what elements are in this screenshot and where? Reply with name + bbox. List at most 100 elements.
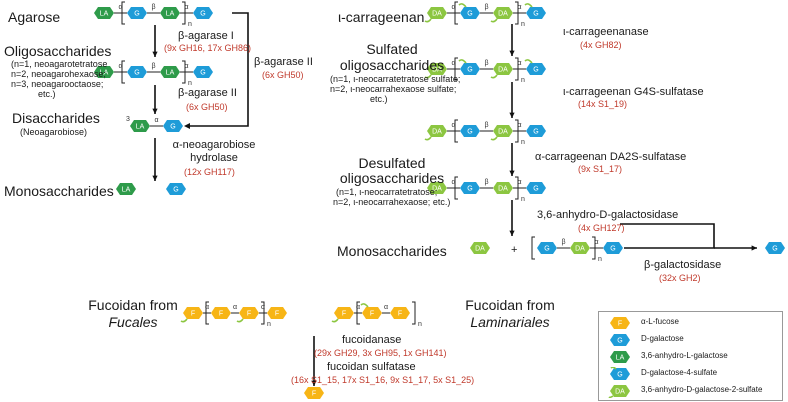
g-residue-label: G [610,246,615,253]
galactose-hexagon [193,66,213,78]
repeat-n: n [188,80,192,87]
anhydro-l-galactose-hexagon [160,7,180,19]
position-3: 3 [126,116,130,123]
sulfate-group [360,303,369,308]
da-residue-label: DA [432,11,442,18]
carrageenanase-name: ι-carrageenanase [563,26,649,38]
sulfate-group [180,318,188,323]
anhydro-d-galactose-2-sulfate-icon: DA [615,389,625,396]
linkage-label: α [356,304,360,311]
legend-item-galactose-4-sulfate: G D-galactose-4-sulfate [607,366,779,382]
linkage-label: α [517,4,521,11]
sulfate-group [524,59,533,64]
anhydro-l-galactose-hexagon [94,7,114,19]
g-residue-label: G [772,246,777,253]
g-residue-label: G [467,186,472,193]
anhydro-d-galactose-hexagon [493,125,513,137]
bracket [356,301,360,325]
neoagarobiose-hydrolase-name-1: α-neoagarobiose [172,139,256,151]
bracket [454,1,458,25]
anhydro-l-galactose-hexagon [116,183,136,195]
anhydro-d-galactose-hexagon [427,125,447,137]
linkage-label: α [118,63,122,70]
anhydro-d-galactose-hexagon [427,7,447,19]
g-residue-label: G [173,187,178,194]
beta-galactosidase-path [620,223,715,249]
sulfate-group [490,18,498,23]
carrageenan-arrow-4-head [509,230,515,236]
agaro-di-title: Disaccharides [12,110,100,126]
sulfate-group [236,318,244,323]
carra-sulf-note-3: etc.) [370,94,388,104]
legend-label: D-galactose [641,334,684,343]
g-residue-label: G [200,70,205,77]
da-residue-label: DA [432,129,442,136]
agaro-di-note: (Neoagarobiose) [20,127,88,137]
fucose-hexagon [390,307,410,319]
agarase-ii-side-head [184,123,190,129]
legend-label: 3,6-anhydro-D-galactose-2-sulfate [641,385,763,394]
la-residue-label: LA [166,11,175,18]
galactose-hexagon [603,242,623,254]
repeat-n: n [267,321,271,328]
sulfate-group [424,74,432,79]
anhydro-d-galactose-hexagon [493,63,513,75]
galactose-hexagon [127,7,147,19]
carrageenan-arrow-1-head [509,50,515,56]
sulfate-group [490,136,498,141]
carra-desulf-note-1: (n=1, ι-neocarratetratose; [336,187,438,197]
anhydro-d-galactose-hexagon [427,182,447,194]
anhydro-d-galactose-hexagon [493,7,513,19]
linkage-label: β [151,63,155,70]
linkage-label: α [451,179,455,186]
galactose-hexagon [166,183,186,195]
g-residue-label: G [544,246,549,253]
linkage-label: α [517,122,521,129]
galactose-hexagon [526,7,546,19]
plus-sign: + [511,244,518,256]
g-residue-label: G [200,11,205,18]
repeat-n: n [598,256,602,263]
linkage-label: α [154,117,158,124]
legend-label: D-galactose-4-sulfate [641,368,718,377]
beta-galactosidase-name: β-galactosidase [644,259,722,271]
agarase-ii-families: (6x GH50) [186,102,228,112]
repeat-n: n [521,21,525,28]
anhydro-d-galactose-hexagon [493,182,513,194]
agaro-oligo-title: Oligosaccharides [4,43,112,59]
bracket [531,236,535,260]
sulfate-group [424,18,432,23]
carra-mono-title: Monosaccharides [337,243,447,259]
legend-item-anhydro-d-galactose-2-sulfate: DA 3,6-anhydro-D-galactose-2-sulfate [607,383,779,399]
f-residue-label: F [342,311,346,318]
beta-galactosidase-families: (32x GH2) [659,273,701,283]
agarose-arrow-1-head [152,51,158,57]
g-residue-label: G [467,11,472,18]
repeat-n: n [418,321,422,328]
carra-sulf-title-2: oligosaccharides [339,57,445,73]
carra-desulf-title-2: oligosaccharides [339,170,445,186]
sulfate-group [424,136,432,141]
linkage-label: α [184,63,188,70]
carrageenan-arrow-2-head [509,112,515,118]
carra-desulf-title-1: Desulfated [358,155,426,171]
linkage-label: α [384,304,388,311]
agaro-mono-title: Monosaccharides [4,183,114,199]
bracket [592,236,596,260]
sulfate-group [458,3,467,8]
linkage-label: β [561,239,565,246]
fucales-label-2: Fucales [108,314,158,330]
legend-item-fucose: F α-L-fucose [607,315,779,331]
agarase-ii-side-name: β-agarase II [254,56,313,68]
carrageenan-arrow-3-head [509,170,515,176]
galactose-hexagon [127,66,147,78]
linkage-label: α [118,4,122,11]
legend-label: 3,6-anhydro-L-galactose [641,351,728,360]
linkage-label: β [484,122,488,129]
agaro-oligo-note-2: n=2, neoagarohexaose; [11,69,106,79]
g-residue-label: G [467,67,472,74]
linkage-label: α [184,4,188,11]
agarase-ii-name: β-agarase II [178,87,237,99]
fucose-hexagon [267,307,287,319]
anhydro-l-galactose-hexagon [94,66,114,78]
